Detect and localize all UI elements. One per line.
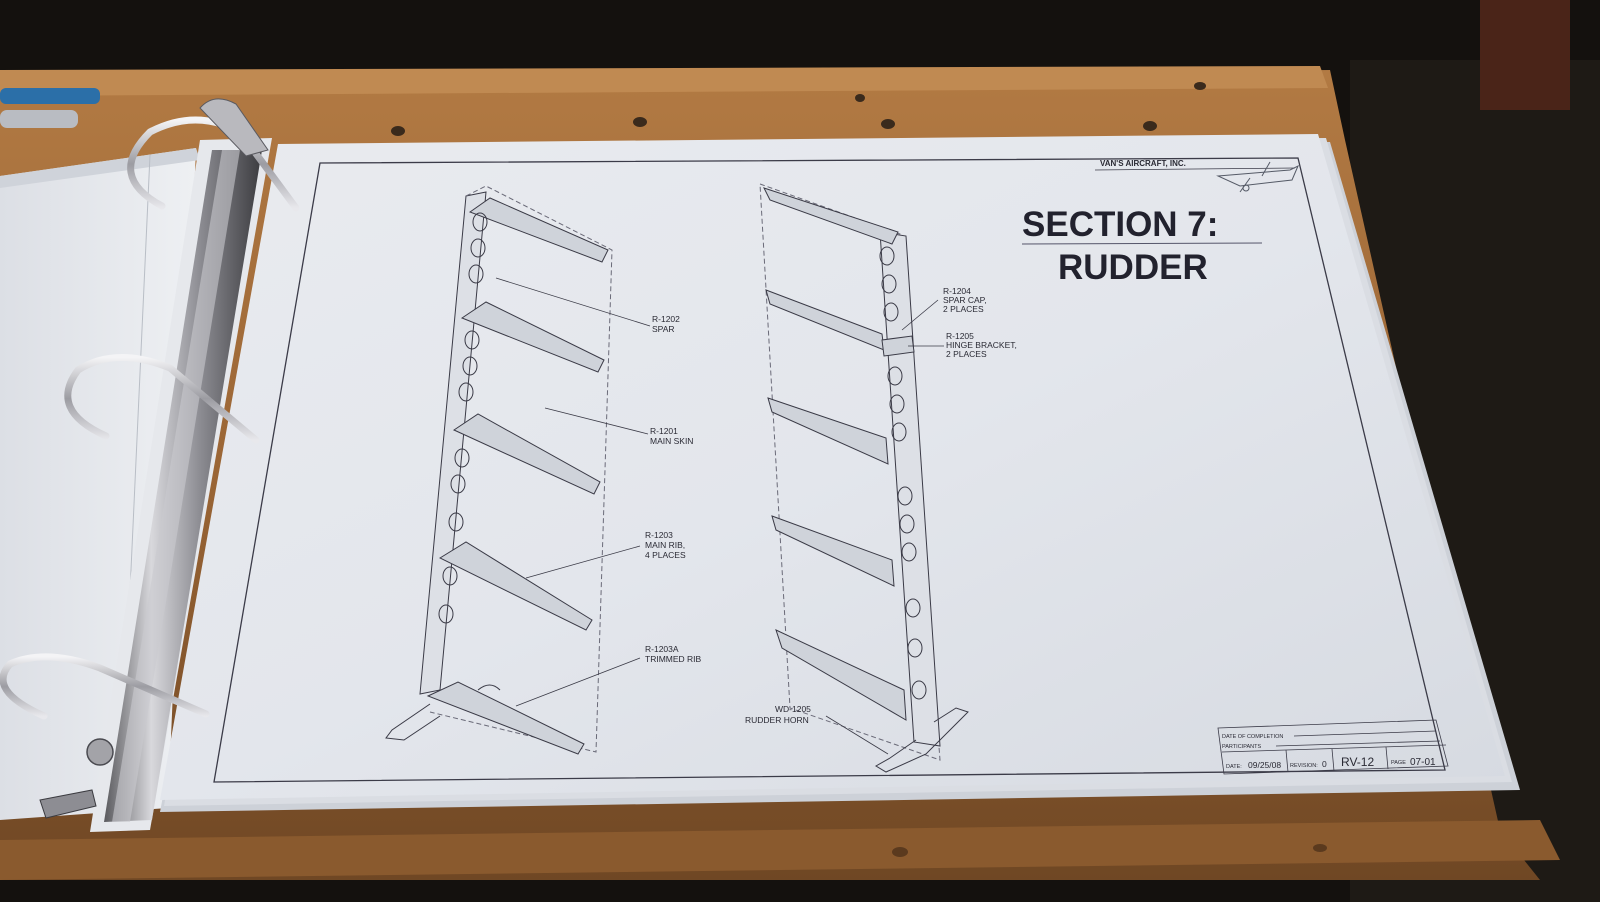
date-label: DATE: — [1226, 764, 1242, 770]
page-label: PAGE — [1391, 760, 1406, 766]
airplane-logo — [1216, 161, 1299, 193]
title-block — [1217, 719, 1449, 775]
callout-main-skin: R-1201 MAIN SKIN — [650, 426, 693, 446]
callout-main-rib: R-1203 MAIN RIB, 4 PLACES — [645, 530, 686, 560]
drawing-border — [213, 157, 1446, 783]
header-rule — [1094, 167, 1296, 171]
callout-desc: MAIN SKIN — [650, 436, 693, 446]
callout-hinge-bracket: R-1205 HINGE BRACKET, 2 PLACES — [946, 331, 1017, 359]
callout-desc: SPAR CAP, — [943, 295, 987, 305]
callout-desc: SPAR — [652, 324, 675, 334]
callout-part: R-1204 — [943, 286, 971, 296]
callout-desc: HINGE BRACKET, — [946, 340, 1017, 350]
callout-spar: R-1202 SPAR — [652, 314, 680, 334]
binder-ring-middle — [64, 354, 260, 444]
date-value: 09/25/08 — [1248, 760, 1281, 770]
title-underline — [1021, 242, 1263, 245]
callout-desc: MAIN RIB, — [645, 540, 685, 550]
binder-spine — [90, 138, 272, 832]
section-subtitle: RUDDER — [1058, 248, 1208, 287]
callout-part: R-1202 — [652, 314, 680, 324]
callout-desc: 2 PLACES — [946, 349, 987, 359]
revision-value: 0 — [1322, 759, 1327, 769]
page-number: 07-01 — [1410, 757, 1436, 768]
revision-label: REVISION: — [1290, 763, 1318, 769]
callout-desc: RUDDER HORN — [745, 715, 809, 725]
callout-part: R-1201 — [650, 426, 678, 436]
participants-label: PARTICIPANTS — [1222, 744, 1261, 750]
callout-part: WD-1205 — [775, 704, 811, 714]
company-name: VAN'S AIRCRAFT, INC. — [1100, 159, 1186, 168]
callout-desc: 2 PLACES — [943, 304, 984, 314]
callout-part: R-1205 — [946, 331, 974, 341]
callout-desc: 4 PLACES — [645, 550, 686, 560]
callout-rudder-horn: WD-1205 RUDDER HORN — [745, 704, 811, 725]
rudder-assembly-left — [385, 185, 613, 755]
callout-part: R-1203 — [645, 530, 673, 540]
binder-ring-bottom — [0, 653, 210, 720]
callout-desc: TRIMMED RIB — [645, 654, 702, 664]
section-title: SECTION 7: — [1022, 205, 1218, 244]
red-object — [1480, 0, 1570, 110]
drawing-sheet — [160, 134, 1505, 800]
date-of-completion-label: DATE OF COMPLETION — [1222, 734, 1283, 740]
callout-part: R-1203A — [645, 644, 679, 654]
marker-pen — [0, 88, 100, 128]
binder-lever — [39, 98, 269, 819]
callout-spar-cap: R-1204 SPAR CAP, 2 PLACES — [943, 286, 987, 314]
leader-lines — [495, 277, 944, 755]
callout-trimmed-rib: R-1203A TRIMMED RIB — [645, 644, 702, 664]
rudder-assembly-right — [759, 183, 969, 773]
model-number: RV-12 — [1341, 755, 1374, 769]
